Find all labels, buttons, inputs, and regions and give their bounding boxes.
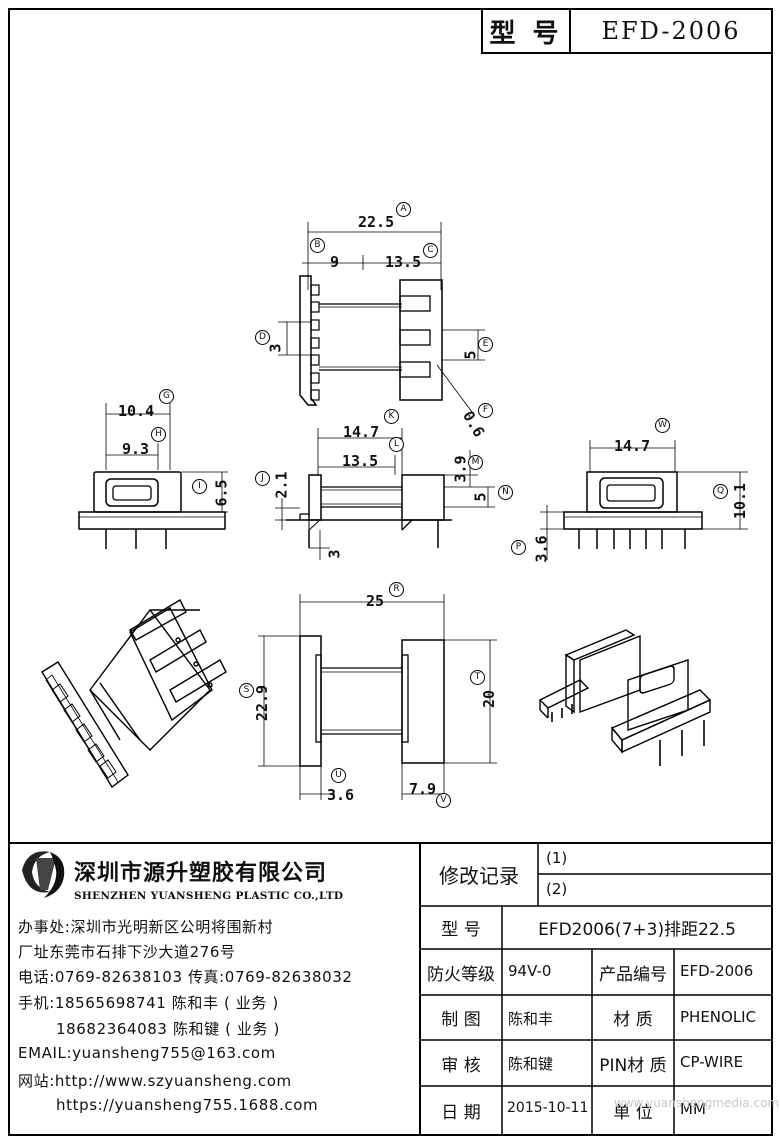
tb-drawn-label: 制 图 — [441, 1010, 481, 1030]
company-email[interactable]: EMAIL:yuansheng755@163.com — [18, 1044, 276, 1062]
dim-S-value: 22.9 — [253, 684, 272, 722]
ref-circle-r: R — [389, 582, 404, 597]
company-mobile2: 18682364083 陈和键 ( 业务 ) — [56, 1020, 280, 1038]
tb-date-label: 日 期 — [441, 1103, 481, 1123]
dim-W-value: 14.7 — [614, 437, 651, 455]
iso-left-geometry — [41, 599, 227, 789]
revision-label: 修改记录 — [439, 864, 519, 888]
dim-R-value: 25 — [366, 592, 385, 610]
company-factory: 厂址东莞市石排下沙大道276号 — [18, 943, 236, 961]
ref-circle-i: I — [192, 479, 207, 494]
iso-right-geometry — [538, 629, 712, 766]
ref-circle-h: H — [151, 427, 166, 442]
ref-circle-d: D — [255, 330, 270, 345]
dim-D-value: 3 — [266, 343, 285, 353]
dim-J-value: 2.1 — [272, 471, 291, 499]
dim-Q-value: 10.1 — [731, 482, 750, 520]
logo-mark — [22, 851, 65, 898]
watermark: www.yuanshengmedia.com — [614, 1096, 780, 1110]
revision-1: (1) — [546, 849, 568, 867]
tb-model-value: EFD2006(7+3)排距22.5 — [538, 920, 736, 940]
tb-check-value: 陈和键 — [508, 1055, 554, 1073]
ref-circle-q: Q — [713, 484, 728, 499]
ref-circle-g: G — [159, 389, 174, 404]
ref-circle-k: K — [384, 409, 399, 424]
tb-unit-value: MM — [680, 1100, 706, 1118]
company-name-cn: 深圳市源升塑胶有限公司 — [74, 860, 328, 886]
ref-circle-l: L — [389, 437, 404, 452]
dim-K-value: 14.7 — [343, 423, 380, 441]
ref-circle-s: S — [239, 683, 254, 698]
dim-D2-value: 3 — [325, 549, 344, 559]
ref-circle-m: M — [468, 455, 483, 470]
ref-circle-v: V — [436, 793, 451, 808]
tb-material-label: 材 质 — [613, 1010, 653, 1030]
header-model-label: 型 号 — [489, 18, 563, 49]
ref-circle-e: E — [478, 337, 493, 352]
tb-material-value: PHENOLIC — [680, 1008, 757, 1026]
dim-P-value: 3.6 — [532, 535, 551, 563]
tb-date-value: 2015-10-11 — [507, 1100, 589, 1116]
tb-product-no-value: EFD-2006 — [680, 962, 754, 980]
dim-N-value: 5 — [471, 492, 490, 502]
revision-2: (2) — [546, 880, 568, 898]
front-view-geometry — [275, 428, 495, 560]
tb-fire-value: 94V-0 — [508, 962, 552, 980]
ref-circle-f: F — [478, 403, 493, 418]
title-block-grid — [420, 843, 772, 1135]
dim-I-value: 6.5 — [212, 479, 231, 507]
ref-circle-n: N — [498, 485, 513, 500]
tb-pin-label: PIN材 质 — [599, 1055, 667, 1076]
ref-circle-p: P — [511, 540, 526, 555]
ref-circle-w: W — [655, 418, 670, 433]
ref-circle-u: U — [331, 768, 346, 783]
company-phone: 电话:0769-82638103 传真:0769-82638032 — [18, 968, 353, 986]
ref-circle-b: B — [310, 238, 325, 253]
dim-L-value: 13.5 — [342, 452, 379, 470]
dim-G-value: 10.4 — [118, 402, 155, 420]
dim-T-value: 20 — [480, 689, 499, 709]
company-name-en: SHENZHEN YUANSHENG PLASTIC CO.,LTD — [74, 890, 344, 902]
bottom-view-geometry — [258, 594, 497, 800]
tb-pin-value: CP-WIRE — [680, 1053, 744, 1071]
ref-circle-j: J — [255, 471, 270, 486]
tb-check-label: 审 核 — [441, 1055, 481, 1076]
left-view-geometry — [78, 403, 228, 549]
dim-C-value: 13.5 — [385, 253, 422, 271]
dim-U-value: 3.6 — [327, 786, 355, 804]
company-mobile1: 手机:18565698741 陈和丰 ( 业务 ) — [18, 994, 279, 1012]
top-view-geometry — [278, 222, 485, 413]
tb-model-label: 型 号 — [441, 920, 481, 940]
ref-circle-t: T — [470, 670, 485, 685]
company-office: 办事处:深圳市光明新区公明将围新村 — [18, 918, 274, 936]
header-model-value: EFD-2006 — [601, 17, 741, 45]
right-view-geometry — [540, 440, 748, 560]
tb-fire-label: 防火等级 — [427, 964, 495, 985]
dim-H-value: 9.3 — [122, 440, 150, 458]
ref-circle-a: A — [396, 202, 411, 217]
company-website2[interactable]: https://yuansheng755.1688.com — [56, 1096, 319, 1114]
company-website[interactable]: 网站:http://www.szyuansheng.com — [18, 1072, 292, 1090]
tb-drawn-value: 陈和丰 — [508, 1010, 554, 1028]
tb-product-no-label: 产品编号 — [599, 964, 667, 985]
tb-unit-label: 单 位 — [613, 1103, 653, 1123]
dim-V-value: 7.9 — [409, 780, 437, 798]
dim-E-value: 5 — [461, 350, 480, 360]
ref-circle-c: C — [423, 243, 438, 258]
dim-A-value: 22.5 — [358, 213, 395, 231]
dim-M-value: 3.9 — [451, 455, 470, 483]
dim-B-value: 9 — [330, 253, 340, 271]
